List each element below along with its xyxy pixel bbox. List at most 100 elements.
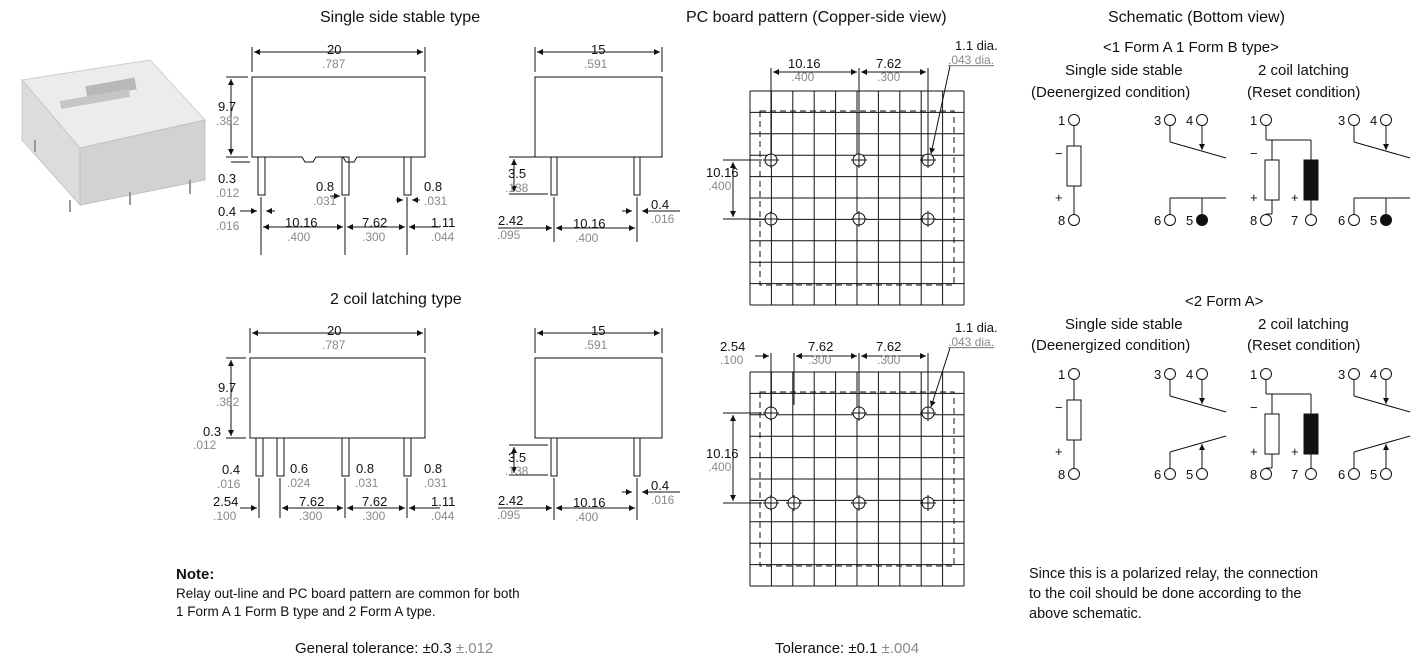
svg-text:.300: .300 [808,353,832,367]
pin-number: 8 [1058,213,1065,228]
svg-text:.031: .031 [424,476,448,490]
coil-polarity: + [1250,190,1258,205]
polarized-note-line: to the coil should be done according to … [1029,586,1302,602]
svg-text:.095: .095 [497,508,521,522]
single-front-labels: 20 .787 9.7 .382 0.3 .012 0.4 .016 0.8 .… [216,42,455,244]
svg-text:10.16: 10.16 [573,495,606,510]
terminal [1196,114,1208,126]
note-block: Note: Relay out-line and PC board patter… [176,566,520,621]
svg-text:.100: .100 [720,353,744,367]
svg-text:Single side stable: Single side stable [1065,62,1183,79]
terminal [1380,114,1392,126]
schematic-titles: <1 Form A 1 Form B type> Single side sta… [1031,39,1360,354]
svg-text:.300: .300 [299,509,323,523]
coil-latch [1303,159,1319,201]
pcb-tolerance: Tolerance: ±0.1 ±.004 [775,640,919,657]
svg-text:.031: .031 [313,194,337,208]
pin-number: 1 [1058,367,1065,382]
svg-text:10.16: 10.16 [285,215,318,230]
pin-number: 3 [1338,113,1345,128]
coil-polarity: − [1055,146,1063,161]
contact-arm [1353,395,1411,413]
coil-polarity: − [1250,146,1258,161]
note-line: Relay out-line and PC board pattern are … [176,586,520,601]
svg-text:.400: .400 [791,70,815,84]
pin-number: 4 [1370,113,1377,128]
terminal [1348,368,1360,380]
contact-arm [1169,395,1227,413]
coil-polarity: − [1250,400,1258,415]
svg-text:3.5: 3.5 [508,450,526,465]
contact-arm [1353,141,1411,159]
svg-text:2.54: 2.54 [720,339,745,354]
pcb-pattern-top [723,65,965,306]
pin-number: 5 [1186,213,1193,228]
pcb-tolerance-inch: ±.004 [881,640,920,657]
general-tolerance: General tolerance: ±0.3 ±.012 [295,640,493,657]
svg-text:1.1 dia.: 1.1 dia. [955,320,998,335]
contact-arm [1169,435,1227,453]
general-tolerance-label: General tolerance: ±0.3 [295,640,452,657]
pin-number: 3 [1154,367,1161,382]
svg-text:(Reset condition): (Reset condition) [1247,337,1360,354]
contact-arm [1169,141,1227,159]
svg-text:.095: .095 [497,228,521,242]
svg-text:.138: .138 [505,181,529,195]
pin-number: 1 [1250,113,1257,128]
pin-number: 1 [1250,367,1257,382]
svg-text:7.62: 7.62 [362,215,387,230]
svg-text:20: 20 [327,42,341,57]
svg-text:0.8: 0.8 [316,179,334,194]
svg-text:.012: .012 [193,438,217,452]
terminal [1164,114,1176,126]
coil [1264,159,1280,201]
terminal [1196,368,1208,380]
coil [1264,413,1280,455]
svg-text:Single side stable: Single side stable [1065,316,1183,333]
terminal [1348,114,1360,126]
svg-text:.400: .400 [287,230,311,244]
terminal [1164,468,1176,480]
contact-arm [1353,435,1411,453]
svg-text:15: 15 [591,42,605,57]
svg-text:.400: .400 [708,460,732,474]
outline-dashed [759,110,955,286]
pcb-tolerance-label: Tolerance: ±0.1 [775,640,878,657]
terminal [1068,214,1080,226]
svg-text:7.62: 7.62 [876,339,901,354]
svg-text:2 coil latching: 2 coil latching [1258,62,1349,79]
header-pcb: PC board pattern (Copper-side view) [686,9,947,26]
terminal [1164,368,1176,380]
terminal [1380,368,1392,380]
svg-text:.016: .016 [651,493,675,507]
svg-text:0.4: 0.4 [218,204,236,219]
svg-text:15: 15 [591,323,605,338]
pin-number: 4 [1186,113,1193,128]
svg-text:7.62: 7.62 [299,494,324,509]
latching-side-labels: 15 .591 3.5 .138 2.42 .095 10.16 .400 0.… [497,323,675,524]
pcb-top-labels: 10.16 .400 7.62 .300 1.1 dia. .043 dia. … [706,38,998,193]
svg-text:.024: .024 [287,476,311,490]
polarized-note: Since this is a polarized relay, the con… [1029,564,1318,624]
relay-photo [21,59,206,212]
terminal [1260,368,1272,380]
svg-text:.382: .382 [216,395,240,409]
leader-line [929,347,951,408]
coil-polarity: + [1291,444,1299,459]
svg-text:7.62: 7.62 [808,339,833,354]
svg-text:.016: .016 [216,219,240,233]
coil-polarity: − [1055,400,1063,415]
pin-number: 5 [1186,467,1193,482]
svg-text:9.7: 9.7 [218,99,236,114]
pcb-bottom-labels: 2.54 .100 7.62 .300 7.62 .300 1.1 dia. .… [706,320,998,474]
svg-text:10.16: 10.16 [788,56,821,71]
coil-polarity: + [1055,190,1063,205]
svg-text:.787: .787 [322,57,346,71]
svg-text:1.1 dia.: 1.1 dia. [955,38,998,53]
svg-text:1.11: 1.11 [431,494,455,509]
pin-number: 3 [1154,113,1161,128]
coil-polarity: + [1291,190,1299,205]
pin-number: 1 [1058,113,1065,128]
